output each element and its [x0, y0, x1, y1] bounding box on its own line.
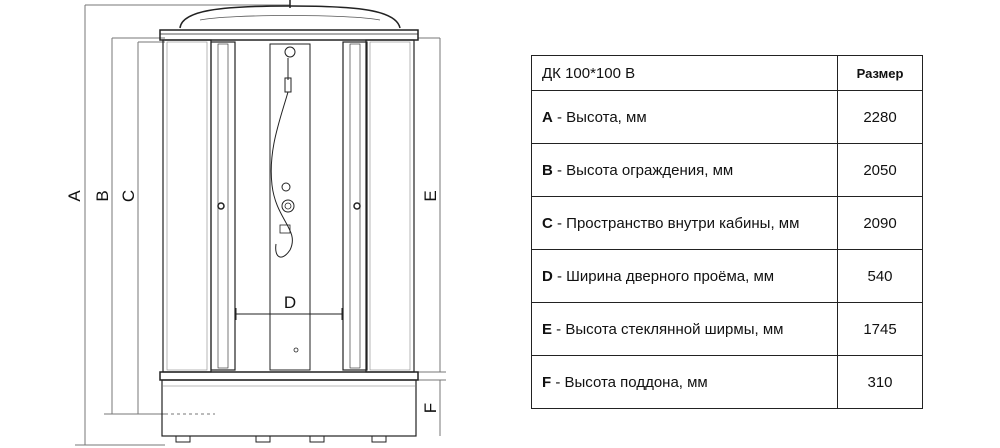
- table-row: C - Пространство внутри кабины, мм 2090: [531, 196, 923, 250]
- dimension-lines-right: [418, 37, 446, 436]
- dimension-label-b: B: [93, 190, 112, 201]
- row-description: B - Высота ограждения, мм: [531, 143, 838, 197]
- row-letter: C: [542, 214, 553, 232]
- dimension-label-a: A: [65, 190, 84, 202]
- door-width-dimension: [235, 308, 343, 320]
- row-letter: D: [542, 267, 553, 285]
- row-value: 2090: [837, 196, 923, 250]
- dimension-label-c: C: [119, 190, 138, 202]
- row-description: E - Высота стеклянной ширмы, мм: [531, 302, 838, 356]
- row-text: - Пространство внутри кабины, мм: [552, 214, 800, 232]
- model-name: ДК 100*100 В: [531, 55, 838, 91]
- table-row: F - Высота поддона, мм 310: [531, 355, 923, 409]
- table-row: E - Высота стеклянной ширмы, мм 1745: [531, 302, 923, 356]
- row-text: - Высота поддона, мм: [551, 373, 708, 391]
- table-header-row: ДК 100*100 В Размер: [531, 55, 923, 91]
- table-row: B - Высота ограждения, мм 2050: [531, 143, 923, 197]
- row-value: 540: [837, 249, 923, 303]
- table-row: A - Высота, мм 2280: [531, 90, 923, 144]
- dimension-label-d: D: [284, 293, 296, 312]
- row-letter: B: [542, 161, 553, 179]
- dimension-lines-left: [75, 4, 290, 446]
- table-row: D - Ширина дверного проёма, мм 540: [531, 249, 923, 303]
- row-value: 2280: [837, 90, 923, 144]
- row-description: D - Ширина дверного проёма, мм: [531, 249, 838, 303]
- row-text: - Ширина дверного проёма, мм: [552, 267, 775, 285]
- row-description: A - Высота, мм: [531, 90, 838, 144]
- row-text: - Высота стеклянной ширмы, мм: [552, 320, 784, 338]
- row-value: 2050: [837, 143, 923, 197]
- row-value: 310: [837, 355, 923, 409]
- size-header: Размер: [837, 55, 923, 91]
- row-text: - Высота ограждения, мм: [552, 161, 734, 179]
- row-value: 1745: [837, 302, 923, 356]
- shower-cabin-drawing: A B C E F: [65, 0, 446, 446]
- row-letter: A: [542, 108, 553, 126]
- row-description: F - Высота поддона, мм: [531, 355, 838, 409]
- shower-cabin: [159, 0, 419, 443]
- row-description: C - Пространство внутри кабины, мм: [531, 196, 838, 250]
- row-letter: F: [542, 373, 552, 391]
- dimension-label-f: F: [421, 403, 440, 413]
- row-text: - Высота, мм: [552, 108, 647, 126]
- spec-table: ДК 100*100 В Размер A - Высота, мм 2280 …: [531, 55, 923, 409]
- row-letter: E: [542, 320, 553, 338]
- dimension-label-e: E: [421, 190, 440, 201]
